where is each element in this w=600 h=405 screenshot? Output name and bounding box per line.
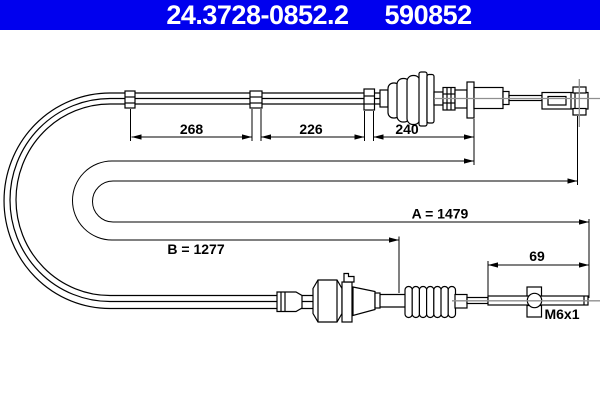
lower-end-assembly: M6x1 [276,272,589,323]
title-bar: 24.3728-0852.2 590852 [0,0,600,30]
boot-collar [379,89,389,108]
dimension-B-1277: B = 1277 [72,158,474,257]
thread-spec-label: M6x1 [544,306,579,322]
body-step [374,292,381,309]
boot-flange-disc-1 [418,71,428,127]
boot-flange-disc-2 [426,73,435,124]
centerlines [434,79,600,302]
trunnion-nut [526,286,543,318]
dimension-268: 268 [131,121,252,140]
mounting-flange-lower [341,281,353,323]
adjuster-nut-lower [312,279,343,323]
housing-tube [380,293,407,308]
bellows-lower [404,285,457,319]
drawing-area: 268 226 240 B = 1277 A = 1479 69 [0,30,600,400]
rubber-boot-bellows [387,74,421,126]
catalog-number: 590852 [384,0,473,30]
flange-tab [343,272,355,283]
dim-label-69: 69 [529,248,545,264]
crimp-ferrule [276,291,303,313]
dimension-69: 69 [488,248,589,268]
dim-label-226: 226 [299,121,323,137]
clamp-1 [124,90,136,109]
clevis-fork-end [541,86,589,116]
part-number: 24.3728-0852.2 [166,0,349,30]
cable-clamps [124,88,376,111]
abutment-flange [466,81,475,119]
cable-housing-loop [3,92,380,310]
clamp-2 [249,90,263,109]
dim-label-B: B = 1277 [167,241,224,257]
clamp-3 [363,88,376,111]
dimension-226: 226 [261,121,365,140]
dim-label-268: 268 [180,121,204,137]
dimension-A-1479: A = 1479 [92,178,589,225]
dim-label-A: A = 1479 [412,206,469,222]
tapered-body [352,286,376,317]
clutch-cable-drawing: 268 226 240 B = 1277 A = 1479 69 [3,71,600,323]
dimension-extension-lines [130,109,590,298]
